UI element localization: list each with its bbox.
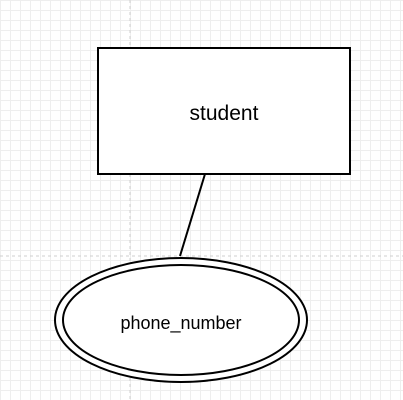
entity-attribute-connector — [179, 173, 206, 257]
phone-number-inner-ellipse — [62, 264, 300, 376]
student-entity-box — [97, 47, 351, 175]
phone-number-attribute[interactable]: phone_number — [54, 257, 308, 383]
phone-number-attribute-label: phone_number — [120, 313, 241, 334]
student-entity-label: student — [190, 102, 259, 125]
student-entity[interactable]: student — [97, 47, 351, 175]
